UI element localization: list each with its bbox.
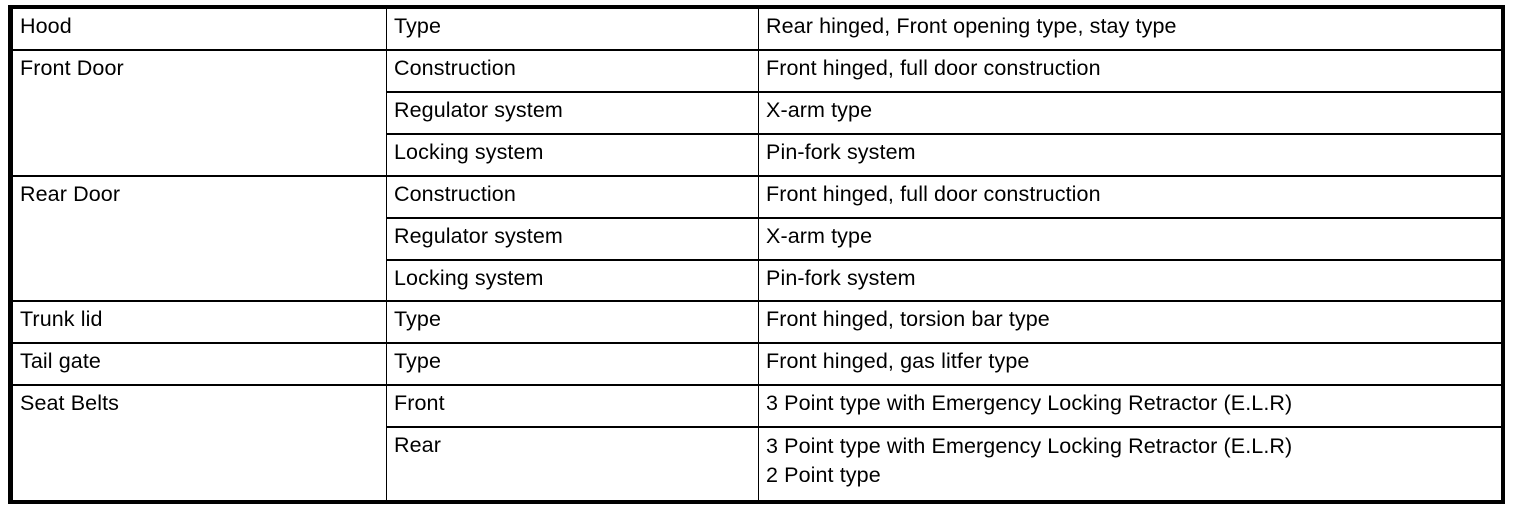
row-subject-label: Rear xyxy=(386,426,759,500)
row-group-label: Seat Belts xyxy=(12,384,387,500)
row-subject-label: Type xyxy=(386,300,759,344)
row-subject-label: Regulator system xyxy=(386,216,759,260)
table-row: Regulator system X-arm type xyxy=(13,90,1502,134)
row-value-text: Front hinged, torsion bar type xyxy=(758,300,1502,344)
vehicle-body-specifications-table: Hood Type Rear hinged, Front opening typ… xyxy=(12,9,1502,500)
row-subject-label: Locking system xyxy=(386,132,759,176)
table-row: Tail gate Type Front hinged, gas litfer … xyxy=(12,342,1502,386)
row-subject-label: Type xyxy=(386,9,759,50)
row-subject-label: Construction xyxy=(386,174,759,218)
row-subject-label: Locking system xyxy=(386,258,759,302)
table-row: Front Door Construction Front hinged, fu… xyxy=(12,48,1502,176)
row-group-label: Trunk lid xyxy=(12,300,387,344)
spec-table-body: Hood Type Rear hinged, Front opening typ… xyxy=(12,9,1502,500)
table-row: Rear 3 Point type with Emergency Locking… xyxy=(13,426,1502,500)
row-subject-label: Type xyxy=(386,342,759,386)
table-row: Hood Type Rear hinged, Front opening typ… xyxy=(12,9,1502,50)
table-row: Trunk lid Type Front hinged, torsion bar… xyxy=(12,300,1502,344)
row-value-text: Front hinged, full door construction xyxy=(758,48,1502,92)
table-row: Rear Door Construction Front hinged, ful… xyxy=(12,174,1502,302)
row-value-text: 3 Point type with Emergency Locking Retr… xyxy=(758,426,1502,500)
row-value-text: Pin-fork system xyxy=(758,132,1502,176)
spec-table-frame: Hood Type Rear hinged, Front opening typ… xyxy=(8,5,1505,504)
row-value-text: Front hinged, full door construction xyxy=(758,174,1502,218)
row-subject-label: Front xyxy=(386,384,759,428)
table-row: Seat Belts Front 3 Point type with Emerg… xyxy=(12,384,1502,500)
row-value-text: Front hinged, gas litfer type xyxy=(758,342,1502,386)
row-value-text: Pin-fork system xyxy=(758,258,1502,302)
row-group-label: Rear Door xyxy=(12,174,387,302)
table-row: Regulator system X-arm type xyxy=(13,216,1502,260)
row-value-text: X-arm type xyxy=(758,216,1502,260)
row-subject-label: Regulator system xyxy=(386,90,759,134)
row-value-text: Rear hinged, Front opening type, stay ty… xyxy=(758,9,1502,50)
row-group-label: Tail gate xyxy=(12,342,387,386)
table-row: Locking system Pin-fork system xyxy=(13,132,1502,176)
row-subject-label: Construction xyxy=(386,48,759,92)
row-group-label: Hood xyxy=(12,9,387,50)
row-value-text: X-arm type xyxy=(758,90,1502,134)
row-value-text: 3 Point type with Emergency Locking Retr… xyxy=(758,384,1502,428)
row-group-label: Front Door xyxy=(12,48,387,176)
table-row: Locking system Pin-fork system xyxy=(13,258,1502,302)
